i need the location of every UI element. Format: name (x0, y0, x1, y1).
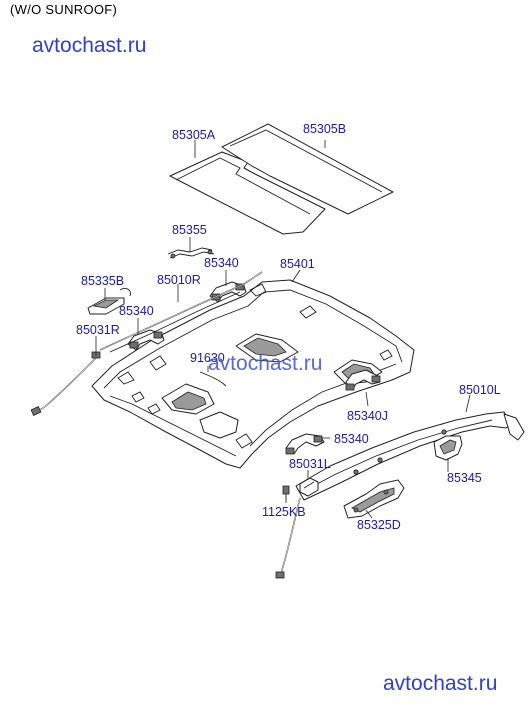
assist-handle-85340-right (285, 433, 325, 455)
label-85345: 85345 (447, 471, 482, 485)
wire-91630 (199, 371, 227, 387)
label-85031r: 85031R (76, 323, 120, 337)
label-85355: 85355 (172, 223, 207, 237)
assist-handle-85340-left (127, 329, 165, 351)
label-85340-right: 85340 (334, 432, 369, 446)
watermark-top: avtochast.ru (32, 34, 147, 57)
curtain-airbag-85010l (275, 411, 525, 579)
bracket-85335b (87, 287, 131, 315)
label-85335b: 85335B (81, 274, 124, 288)
clip-85031l (299, 477, 319, 497)
label-85010l: 85010L (459, 383, 501, 397)
label-85010r: 85010R (157, 273, 201, 287)
bracket-85325d (343, 479, 405, 519)
label-91630: 91630 (190, 351, 225, 365)
headliner-85401 (91, 279, 415, 469)
wire-85031r (30, 351, 101, 416)
pad-85305a (169, 151, 326, 235)
label-1125kb: 1125KB (262, 505, 306, 519)
label-85401: 85401 (280, 257, 315, 271)
label-85325d: 85325D (357, 518, 401, 532)
bracket-85345 (433, 435, 463, 461)
assist-handle-85340j (345, 369, 381, 391)
label-85305b: 85305B (303, 122, 346, 136)
label-85340j: 85340J (347, 409, 388, 423)
watermark-middle: avtochast.ru (208, 352, 323, 375)
pad-85305b (221, 123, 394, 215)
watermark-bottom: avtochast.ru (383, 672, 498, 695)
variant-note: (W/O SUNROOF) (10, 2, 118, 17)
label-85305a: 85305A (172, 128, 216, 142)
label-85031l: 85031L (289, 457, 331, 471)
label-85340-left: 85340 (119, 304, 154, 318)
curtain-airbag-85010r (99, 271, 263, 353)
label-85340-top: 85340 (204, 256, 239, 270)
leader-lines (95, 140, 471, 519)
